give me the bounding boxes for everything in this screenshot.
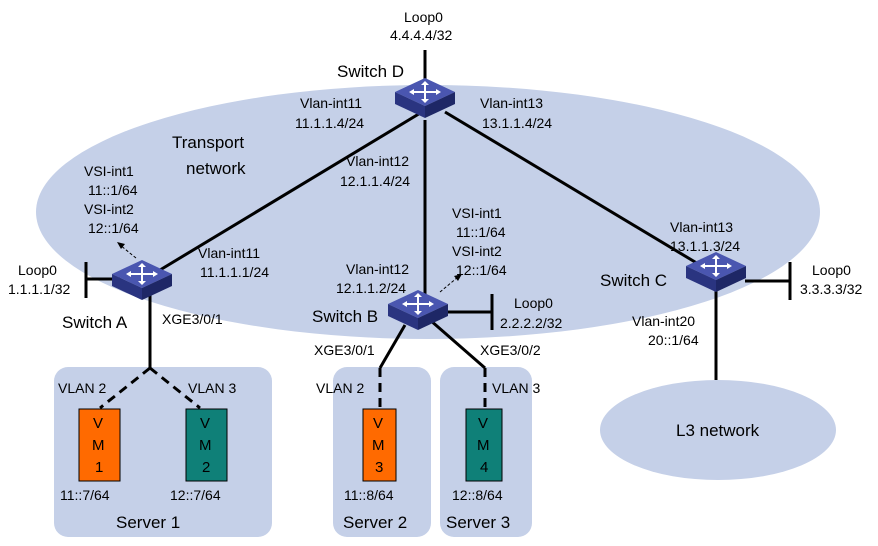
l3-network-label: L3 network [676,421,760,440]
switch-c-loop-ip: 3.3.3.3/32 [800,281,862,297]
vm2-number: 2 [202,459,210,476]
switch-b-vlan12-ip: 12.1.1.2/24 [336,280,406,296]
server2-name: Server 2 [343,513,407,532]
switch-b-loop-label: Loop0 [514,295,553,311]
vm4-box[interactable] [465,408,503,482]
link-d-c [444,110,701,267]
transport-network-cloud [36,85,820,339]
vm2-letter-v: V [200,415,210,432]
switch-a-vsi1-ip: 11::1/64 [88,182,138,198]
loop-endcaps [84,262,792,330]
vm1-number: 1 [95,459,103,476]
switch-b-vsi2-ip: 12::1/64 [456,262,507,278]
link-b-server2 [378,324,407,369]
switch-d-vlan11-ip: 11.1.1.4/24 [295,115,364,131]
vm4-number: 4 [480,459,488,476]
switch-d-vlan13: Vlan-int13 [480,95,543,111]
switch-b-loop-ip: 2.2.2.2/32 [500,315,562,331]
switch-a-vlan11-ip: 11.1.1.1/24 [200,264,269,280]
switch-b-vsi1: VSI-int1 [452,205,502,221]
switch-a-port: XGE3/0/1 [162,311,223,327]
vlan-links [99,366,487,410]
vm3-ip: 11::8/64 [344,487,394,503]
link-d-a [159,110,423,272]
switch-a-name: Switch A [62,313,128,332]
vm2-ip: 12::7/64 [170,487,221,503]
vm4-letter-v: V [478,415,488,432]
switch-c-loop-label: Loop0 [812,262,851,278]
l3-network-cloud [600,380,836,480]
switch-b-port1: XGE3/0/1 [314,342,375,358]
vm4-ip: 12::8/64 [452,487,503,503]
vm3-letter-m: M [372,437,385,454]
switch-d-vlan11: Vlan-int11 [300,95,362,111]
switch-a-loop-ip: 1.1.1.1/32 [8,281,70,297]
vm3-number: 3 [375,459,383,476]
vm1-letter-m: M [92,437,105,454]
switch-c-vlan13-ip: 13.1.1.3/24 [670,238,740,254]
switch-a-loop-label: Loop0 [18,262,57,278]
switch-d-vlan13-ip: 13.1.1.4/24 [482,115,552,131]
vm2-letter-m: M [199,437,212,454]
transport-network-line2: network [186,159,246,178]
switch-a-vsi2: VSI-int2 [84,201,134,217]
switch-b-port2: XGE3/0/2 [480,342,541,358]
switch-c-vlan20-ip: 20::1/64 [648,332,699,348]
link-b-server3 [429,318,486,370]
switch-d-vlan12-ip: 12.1.1.4/24 [340,173,410,189]
vm1-ip: 11::7/64 [60,487,110,503]
server1-name: Server 1 [116,513,180,532]
switch-c-vlan13: Vlan-int13 [670,219,733,235]
links [86,50,790,380]
vm3-box[interactable] [362,408,397,482]
vm1-letter-v: V [93,415,103,432]
transport-network-line1: Transport [172,133,244,152]
vm2-box[interactable] [185,408,228,482]
switch-a-vlan11: Vlan-int11 [198,245,260,261]
server3-vlan: VLAN 3 [492,380,540,396]
server1-vlan3: VLAN 3 [188,380,236,396]
switch-a-vsi2-ip: 12::1/64 [88,220,139,236]
vm4-letter-m: M [477,437,490,454]
switch-d-loop-label: Loop0 [404,9,443,25]
switch-c-name: Switch C [600,271,667,290]
switch-c-vlan20: Vlan-int20 [632,313,695,329]
switch-d-loop-ip: 4.4.4.4/32 [390,27,452,43]
switch-d-vlan12: Vlan-int12 [346,153,409,169]
switch-b-vsi2: VSI-int2 [452,243,502,259]
server3-name: Server 3 [446,513,510,532]
vm3-letter-v: V [373,415,383,432]
server1-vlan2: VLAN 2 [58,380,106,396]
switch-b-vsi1-ip: 11::1/64 [456,224,506,240]
switch-a-vsi1: VSI-int1 [84,163,134,179]
vm1-box[interactable] [78,408,121,482]
switch-b-name: Switch B [312,307,378,326]
switch-d-name: Switch D [337,62,404,81]
server2-vlan: VLAN 2 [316,380,364,396]
switch-b-vlan12: Vlan-int12 [346,261,409,277]
